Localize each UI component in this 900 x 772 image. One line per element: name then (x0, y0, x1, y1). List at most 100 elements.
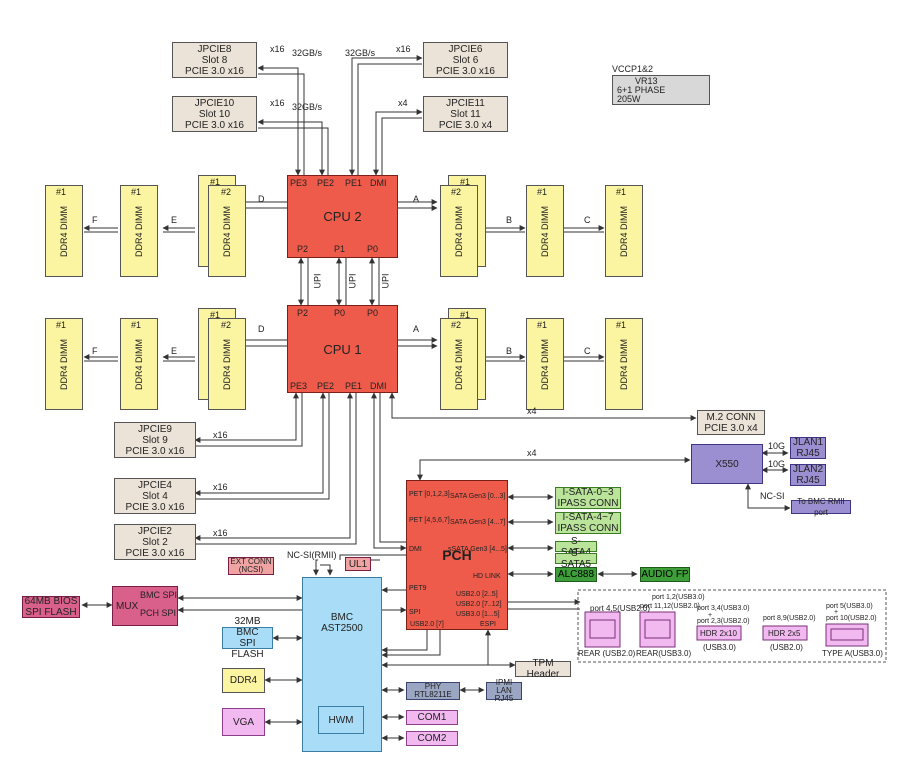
slot-number: Slot 11 (450, 108, 481, 120)
dimm-e-cpu1: DDR4 DIMM (120, 318, 158, 410)
usb-port-label: port 5(USB3.0) (826, 603, 873, 610)
label-10g: 10G (768, 459, 786, 469)
pch-spi-label: PCH SPI (140, 608, 177, 618)
pch-usb3: USB3.0 [1...5] (456, 611, 500, 618)
ddr4-label: DDR4 (229, 675, 258, 686)
dimm-num: #1 (56, 320, 67, 330)
dimm-num: #1 (460, 177, 471, 187)
pch-hdlink: HD LINK (473, 573, 501, 580)
label-10g: 10G (768, 441, 786, 451)
dimm-a2-cpu2: DDR4 DIMM (440, 185, 478, 277)
audio-fp: AUDIO FP (640, 567, 690, 582)
label-x16: x16 (213, 482, 228, 492)
phy-chip: RTL8211E (414, 690, 452, 699)
dimm-num: #1 (616, 320, 627, 330)
pch-pet0123: PET [0,1,2,3] (409, 491, 450, 498)
ext-conn-type: (NCSI) (238, 565, 264, 574)
pch-title: PCH (442, 546, 472, 563)
isata-4-7-type: IPASS CONN (557, 523, 619, 534)
slot-number: Slot 6 (452, 54, 479, 66)
channel-c: C (584, 346, 591, 356)
com2-label: COM2 (417, 733, 447, 744)
vr-box: VR13 6+1 PHASE 205W (612, 75, 710, 105)
cpu2-pe3: PE3 (290, 178, 308, 188)
usb-rear2-label: REAR (USB2.0) (578, 649, 636, 658)
ssata4-label: S-SATA4 (560, 535, 592, 558)
cpu2-pe2: PE2 (317, 178, 335, 188)
phy-name: PHY (424, 682, 442, 691)
slot-jpcie9: JPCIE9 Slot 9 PCIE 3.0 x16 (114, 422, 196, 458)
mux-label: MUX (116, 600, 139, 612)
x550-label: X550 (715, 458, 739, 470)
bmcflash-type: SPI FLASH (231, 638, 264, 660)
m2-name: M.2 CONN (706, 411, 756, 423)
jlan1-type: RJ45 (796, 448, 820, 459)
cpu1-pe1: PE1 (345, 381, 363, 391)
isata-0-3: I-SATA-0~3 IPASS CONN (555, 487, 621, 509)
com1-label: COM1 (417, 712, 447, 723)
label-32gbs: 32GB/s (292, 102, 323, 112)
slot-number: Slot 2 (142, 536, 168, 548)
dimm-num: #2 (221, 320, 232, 330)
dimm-label: DDR4 DIMM (133, 205, 144, 257)
slot-name: JPCIE11 (446, 97, 485, 109)
bmc-spi-label: BMC SPI (140, 590, 178, 600)
vr-vr13: VR13 (635, 75, 658, 86)
ipmi-type: RJ45 (494, 694, 514, 703)
alc888-label: ALC888 (557, 569, 595, 580)
channel-b: B (506, 346, 513, 356)
slot-name: JPCIE8 (197, 43, 232, 55)
slot-spec: PCIE 3.0 x16 (185, 65, 244, 77)
cpu1-title: CPU 1 (323, 341, 362, 357)
channel-b: B (506, 215, 513, 225)
dimm-label: DDR4 DIMM (453, 205, 464, 257)
tpm-label: TPM Header (526, 658, 560, 680)
audio-fp-label: AUDIO FP (641, 569, 689, 580)
dimm-f-cpu2: DDR4 DIMM (45, 185, 83, 277)
label-x4: x4 (398, 98, 408, 108)
label-32gbs: 32GB/s (292, 48, 323, 58)
usb-port-label: port 3,4(USB3.0) (697, 605, 750, 612)
cpu1-p0: P0 (334, 308, 346, 318)
hwm-label: HWM (328, 714, 354, 726)
ddr4: DDR4 (222, 668, 265, 693)
channel-d: D (258, 194, 265, 204)
ext-conn-name: EXT CONN (230, 557, 272, 566)
dimm-num: #2 (451, 320, 462, 330)
slot-spec: PCIE 3.0 x16 (436, 65, 495, 77)
dimm-label: DDR4 DIMM (539, 338, 550, 390)
pch-spi: SPI (409, 609, 421, 616)
dimm-a2-cpu1: DDR4 DIMM (440, 318, 478, 410)
dimm-label: DDR4 DIMM (58, 338, 69, 390)
pch: PCH (406, 480, 508, 630)
usb-port-label: port 11,12(USB2.0) (640, 603, 700, 610)
vga-label: VGA (232, 716, 255, 728)
slot-name: JPCIE9 (138, 423, 172, 435)
alc888: ALC888 (555, 567, 597, 582)
slot-name: JPCIE6 (448, 43, 483, 55)
com1: COM1 (406, 710, 458, 725)
dimm-d2-cpu1: DDR4 DIMM (208, 318, 246, 410)
m2-conn: M.2 CONN PCIE 3.0 x4 (697, 410, 765, 435)
dimm-e-cpu2: DDR4 DIMM (120, 185, 158, 277)
upi-label: UPI (347, 273, 358, 289)
slot-jpcie10: JPCIE10 Slot 10 PCIE 3.0 x16 (172, 96, 257, 132)
channel-e: E (171, 346, 178, 356)
ssata5: S-SATA5 (555, 548, 597, 570)
channel-a: A (413, 194, 420, 204)
dimm-d2-cpu2: DDR4 DIMM (208, 185, 246, 277)
bios-type: SPI FLASH (25, 607, 77, 618)
hdr-2x5-label: HDR 2x5 (768, 629, 801, 638)
pch-usb2a: USB2.0 [2..5] (456, 591, 498, 598)
dimm-num: #1 (131, 187, 142, 197)
isata-0-3-type: IPASS CONN (557, 498, 619, 509)
pch-dmi: DMI (409, 546, 422, 553)
jlan2: JLAN2 RJ45 (790, 464, 826, 486)
dimm-num: #1 (210, 177, 221, 187)
pch-espi: ESPI (480, 621, 496, 628)
slot-number: Slot 10 (198, 108, 231, 120)
channel-a: A (413, 324, 420, 334)
dimm-label: DDR4 DIMM (539, 205, 550, 257)
slot-name: JPCIE2 (138, 525, 172, 537)
